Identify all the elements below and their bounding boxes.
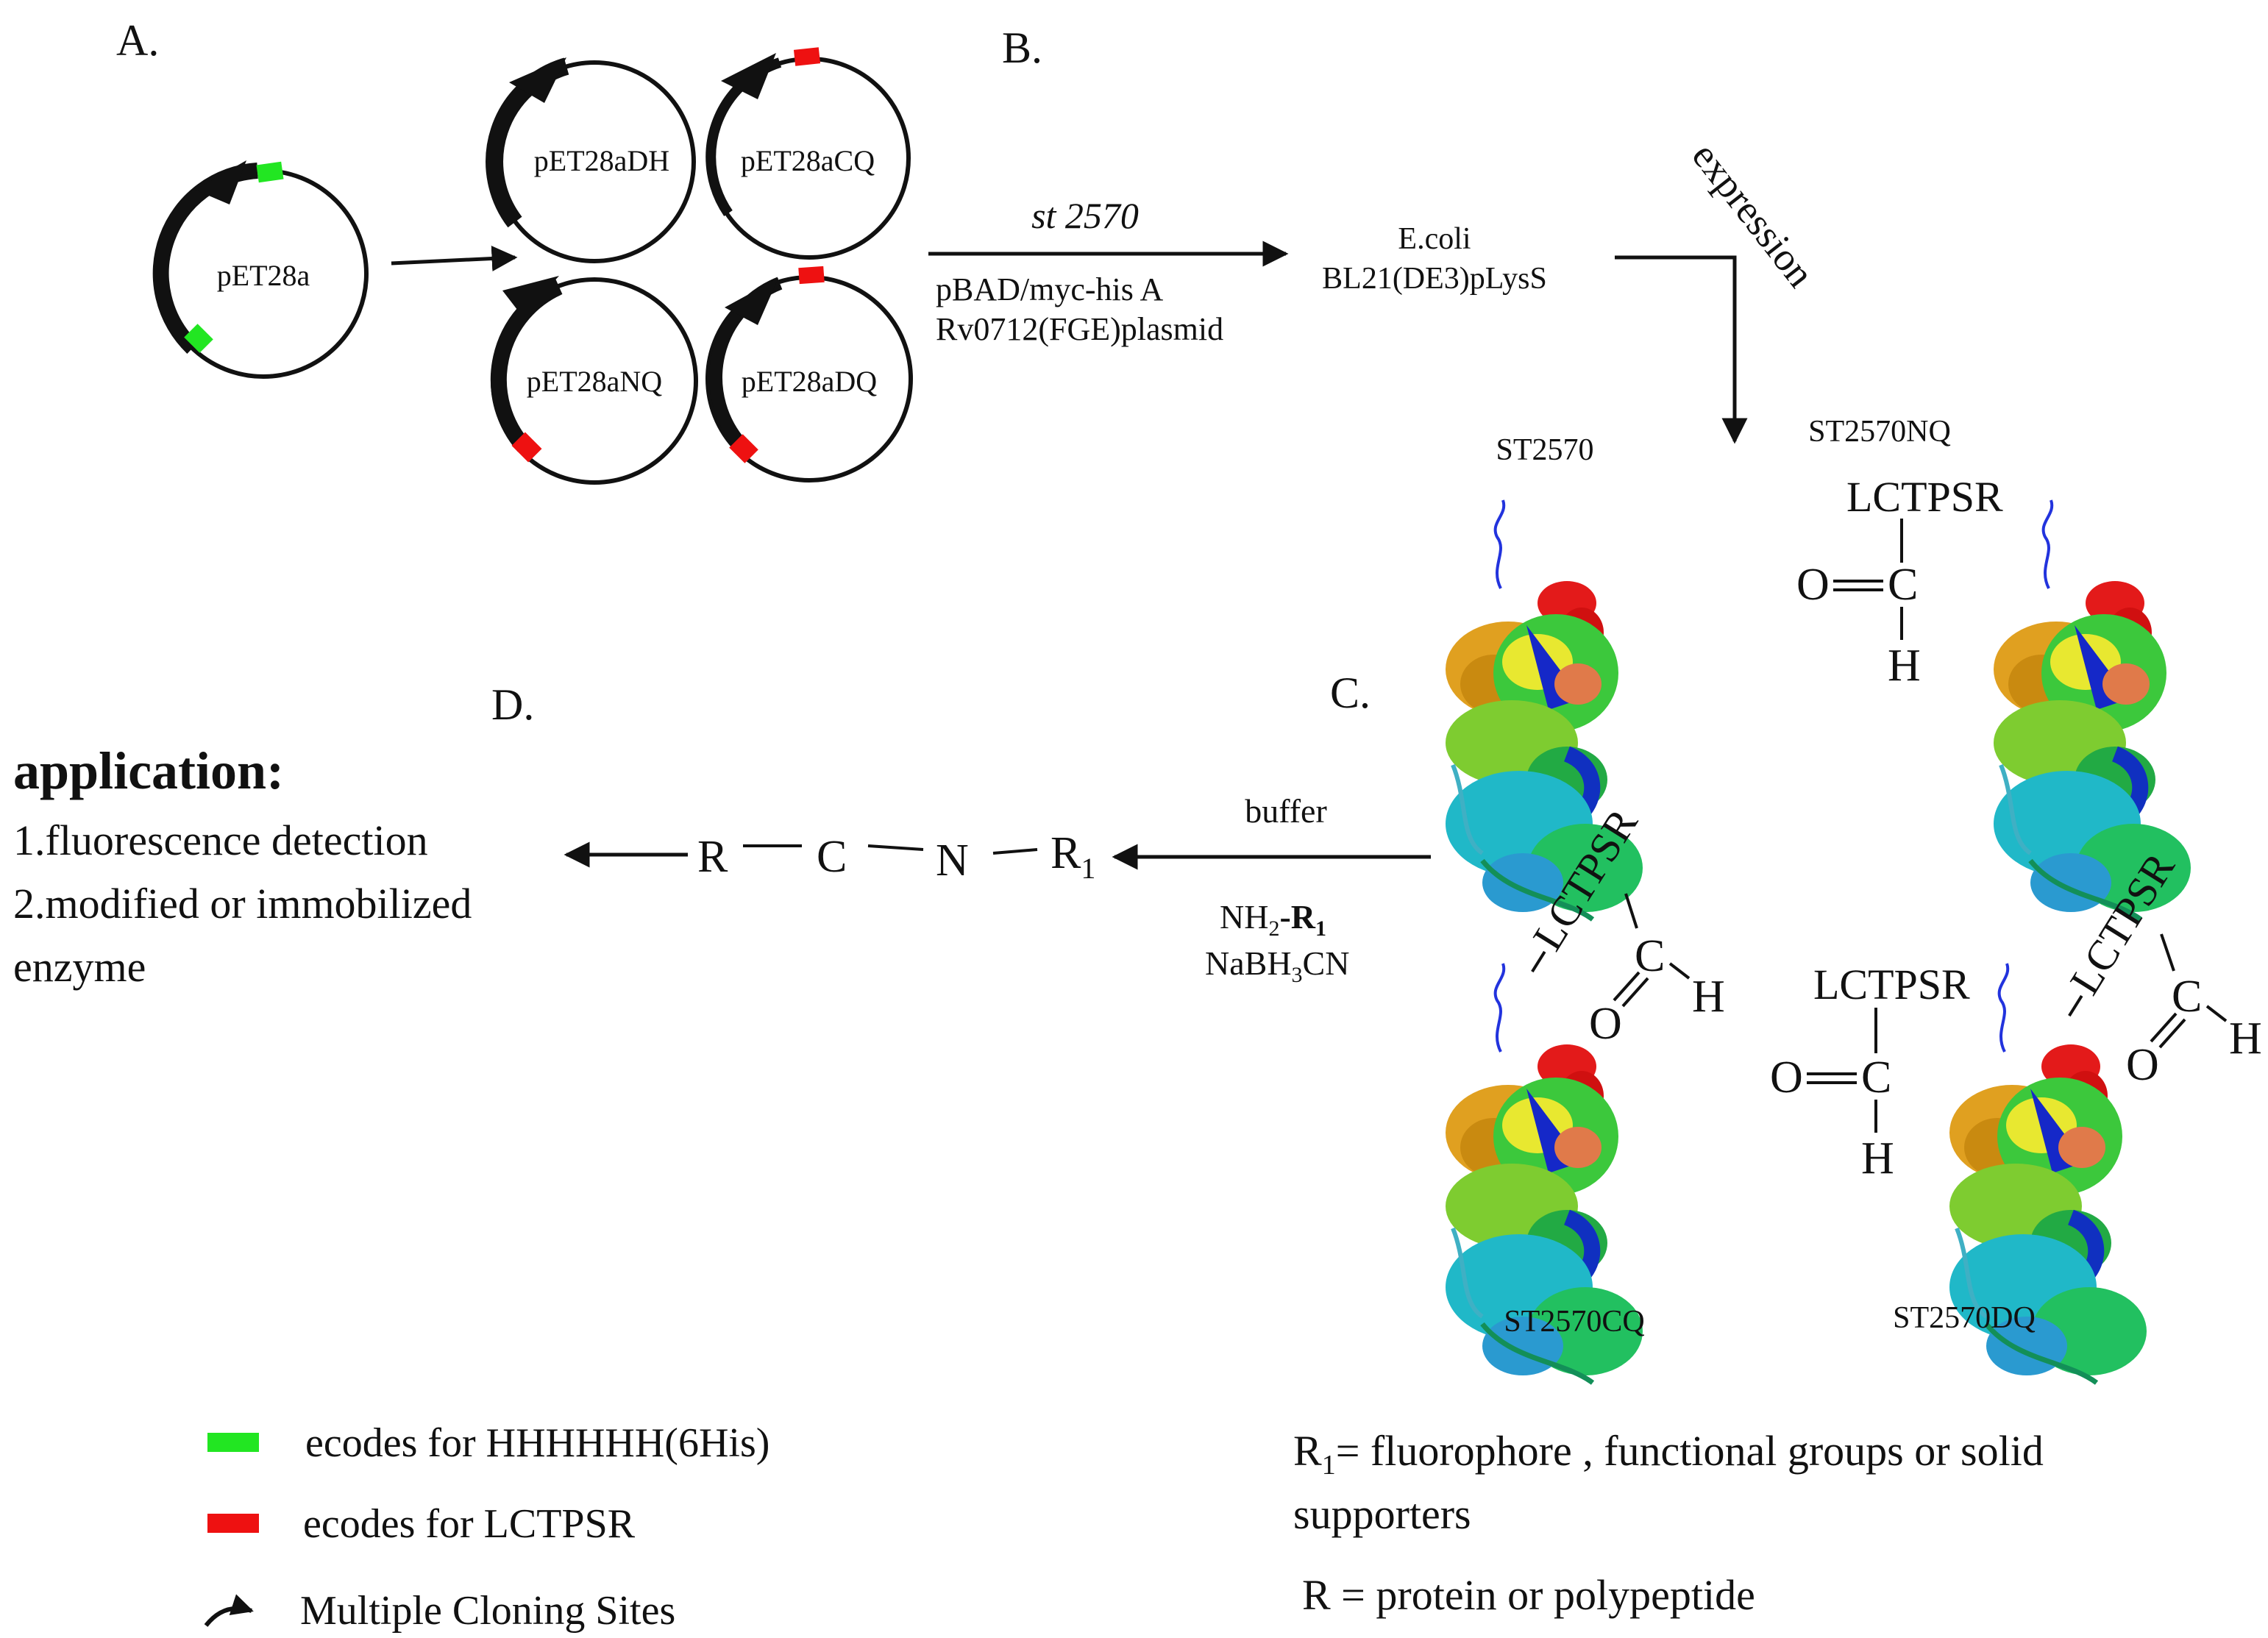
panel-label-b: B.: [1002, 24, 1042, 72]
application-item-2: 2.modified or immobilized: [13, 880, 472, 927]
plasmid-construct-arrow: [391, 246, 518, 271]
carbon-dq-left: C: [1861, 1053, 1891, 1103]
his-tag-marker: [256, 161, 284, 183]
bond-line: [992, 848, 1038, 855]
definition-r1-continued: supporters: [1293, 1490, 1471, 1538]
lctpsr-tag-marker: [798, 266, 825, 285]
plasmid-parent: pET28a: [152, 160, 369, 379]
panel-label-d: D.: [491, 680, 534, 729]
oxygen-nq: O: [1796, 560, 1830, 610]
carbon-dq-right: C: [2172, 972, 2202, 1022]
lctpsr-tag-marker: [511, 432, 542, 463]
panel-label-a: A.: [116, 16, 159, 65]
legend-green-swatch: [207, 1433, 259, 1452]
plasmid-label-dq: pET28aDQ: [742, 365, 878, 398]
legend-red-swatch: [207, 1514, 259, 1533]
product-r1: R1: [1051, 828, 1095, 885]
application-item-3: enzyme: [13, 943, 146, 991]
oxygen-dq-left: O: [1770, 1053, 1803, 1103]
bond-line: [2160, 933, 2175, 972]
lctpsr-tag-marker: [729, 434, 758, 463]
tag-label-dq-left: LCTPSR: [1813, 961, 1970, 1008]
application-item-1: 1.fluorescence detection: [13, 816, 428, 864]
product-r: R: [697, 832, 728, 882]
lctpsr-tag-marker: [793, 47, 821, 66]
carbon-nq: C: [1888, 560, 1918, 610]
tag-label-nq: LCTPSR: [1846, 473, 2003, 521]
carbon-cq: C: [1635, 931, 1665, 981]
plasmid-label-dh: pET28aDH: [534, 144, 669, 177]
double-bond-line: [2158, 1018, 2186, 1049]
definition-r1: R1= fluorophore , functional groups or s…: [1293, 1427, 2044, 1481]
plasmid-nq: pET28aNQ: [490, 276, 698, 485]
hydrogen-dq-right: H: [2229, 1014, 2262, 1064]
plasmid-label-nq: pET28aNQ: [527, 365, 663, 398]
legend-green-label: ecodes for HHHHHH(6His): [305, 1420, 769, 1466]
hydrogen-nq: H: [1888, 641, 1921, 691]
reagent-label: NH2-R1: [1220, 898, 1326, 941]
plasmid-cq: pET28aCQ: [705, 47, 911, 260]
double-bond-line: [1621, 977, 1649, 1008]
plasmid-dh: pET28aDH: [486, 57, 696, 263]
gene-label: st 2570: [1031, 195, 1139, 236]
oxygen-cq: O: [1589, 999, 1622, 1049]
plasmid-label-cq: pET28aCQ: [741, 144, 875, 177]
host-line2: BL21(DE3)pLysS: [1322, 262, 1547, 296]
buffer-label: buffer: [1245, 792, 1327, 830]
bond-line: [867, 844, 924, 851]
bond-line: [1624, 893, 1638, 929]
mcs-arrow-icon: [204, 1594, 254, 1627]
reductant-label: NaBH3CN: [1205, 944, 1349, 987]
definition-r: R = protein or polypeptide: [1302, 1571, 1755, 1619]
host-line1: E.coli: [1398, 222, 1471, 256]
panel-label-c: C.: [1330, 669, 1371, 717]
double-bond-line: [2150, 1012, 2178, 1043]
helper-plasmid-line2: Rv0712(FGE)plasmid: [936, 311, 1223, 347]
plasmid-label-parent: pET28a: [217, 259, 310, 292]
protein-label-wild: ST2570: [1496, 433, 1593, 467]
bond-line: [2205, 1005, 2228, 1022]
helper-plasmid-line1: pBAD/myc-his A: [936, 271, 1163, 307]
product-n: N: [936, 836, 969, 886]
his-tag-marker: [184, 324, 213, 353]
legend-red-label: ecodes for LCTPSR: [303, 1501, 636, 1547]
legend-mcs-label: Multiple Cloning Sites: [300, 1588, 675, 1634]
protein-label-dq: ST2570DQ: [1893, 1301, 2036, 1335]
product-c: C: [817, 832, 847, 882]
expression-label: expression: [1684, 134, 1823, 295]
hydrogen-cq: H: [1692, 972, 1725, 1022]
protein-label-cq: ST2570CQ: [1504, 1305, 1644, 1339]
plasmid-dq: pET28aDQ: [705, 266, 913, 483]
protein-label-nq: ST2570NQ: [1808, 415, 1951, 449]
bond-line: [1668, 962, 1691, 980]
hydrogen-dq-left: H: [1861, 1133, 1894, 1183]
oxygen-dq-right: O: [2126, 1040, 2159, 1090]
expression-arrow: [1615, 255, 1748, 444]
application-title: application:: [13, 741, 284, 800]
double-bond-line: [1613, 971, 1640, 1002]
